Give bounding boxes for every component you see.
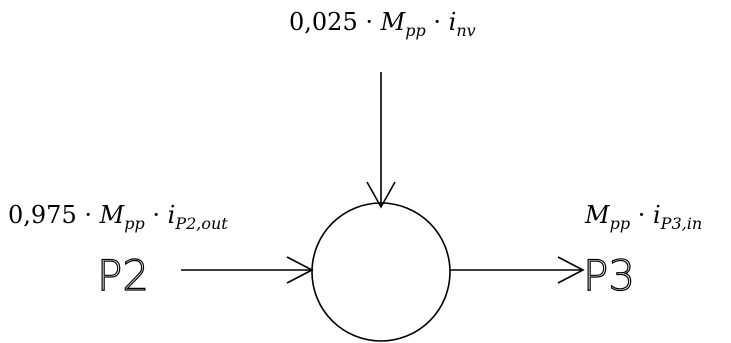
- top-mass-sub: pp: [405, 21, 426, 40]
- top-dot-2: ·: [433, 8, 441, 36]
- right-dot: ·: [637, 201, 646, 229]
- left-mass-sub: pp: [124, 214, 145, 233]
- left-input-equation: 0,975 · Mpp · iP2,out: [8, 201, 228, 232]
- top-input-equation: 0,025 · Mpp · inv: [289, 8, 476, 39]
- right-enthalpy-symbol: i: [652, 201, 661, 229]
- top-inflow-arrow: [366, 72, 396, 209]
- right-outflow-arrow: [450, 256, 585, 284]
- target-node-label: P3: [583, 251, 635, 300]
- right-output-equation: Mpp · iP3,in: [585, 201, 702, 232]
- top-enthalpy-symbol: i: [448, 8, 457, 36]
- source-node-label: P2: [97, 251, 149, 300]
- left-mass-symbol: M: [99, 201, 125, 229]
- left-dot-2: ·: [152, 201, 160, 229]
- right-enthalpy-sub: P3,in: [660, 214, 703, 233]
- top-dot: ·: [365, 8, 373, 36]
- left-enthalpy-symbol: i: [167, 201, 176, 229]
- top-coefficient: 0,025: [289, 8, 358, 36]
- mixer-node: [311, 202, 451, 342]
- top-mass-symbol: M: [380, 8, 406, 36]
- left-coefficient: 0,975: [8, 201, 77, 229]
- top-enthalpy-sub: nv: [456, 21, 476, 40]
- left-inflow-arrow: [181, 256, 314, 284]
- left-enthalpy-sub: P2,out: [175, 214, 228, 233]
- right-mass-sub: pp: [609, 214, 631, 233]
- right-mass-symbol: M: [585, 201, 610, 229]
- left-dot: ·: [84, 201, 92, 229]
